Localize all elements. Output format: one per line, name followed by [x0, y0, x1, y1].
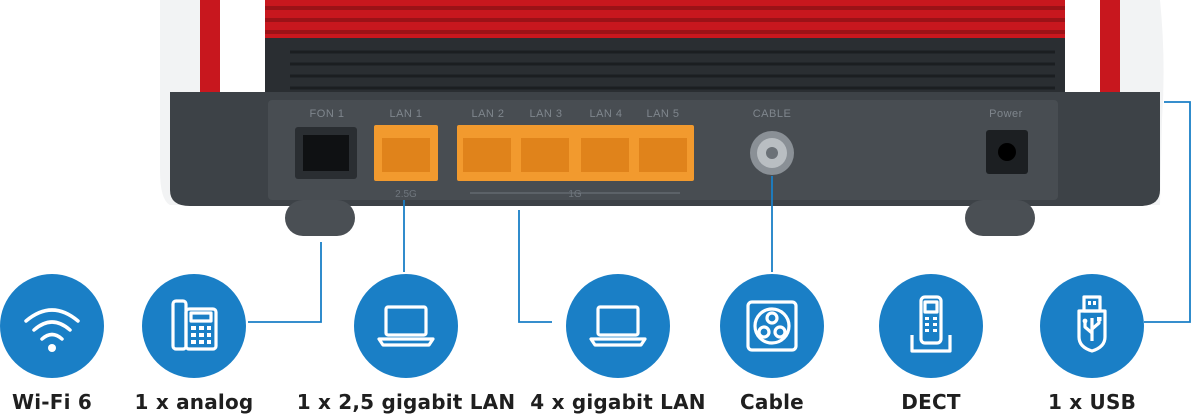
lan5-port[interactable]: [639, 138, 687, 172]
lan-gigabit-badge: [566, 274, 670, 378]
feature-label-cable: Cable: [740, 390, 804, 414]
dect-badge: [879, 274, 983, 378]
lan1-port-socket: [382, 138, 430, 172]
analog-badge: [142, 274, 246, 378]
feature-cable: Cable: [667, 274, 877, 414]
usb-icon: [1077, 295, 1107, 353]
fon-port-label: FON 1: [310, 108, 345, 120]
laptop-icon: [589, 305, 647, 347]
feature-label-gigabit-lan: 4 x gigabit LAN: [530, 390, 706, 414]
cable-port-label: CABLE: [753, 108, 792, 120]
cordless-phone-icon: [910, 295, 952, 353]
power-port-pin: [998, 143, 1016, 161]
power-port-label: Power: [989, 108, 1023, 120]
connector-lan-group: [518, 210, 552, 323]
feature-analog: 1 x analog: [89, 274, 299, 414]
lan2-port-label: LAN 2: [471, 108, 504, 120]
lan2-port[interactable]: [463, 138, 511, 172]
phone-icon: [171, 299, 218, 351]
lan-group-speed-label: 1G: [568, 189, 582, 200]
router-ribs: [265, 6, 1065, 34]
lan1-speed-label: 2.5G: [395, 189, 417, 200]
lan4-port[interactable]: [581, 138, 629, 172]
coax-icon: [746, 300, 798, 352]
lan5-port-label: LAN 5: [646, 108, 679, 120]
lan3-port[interactable]: [521, 138, 569, 172]
feature-usb: 1 x USB: [987, 274, 1197, 414]
cable-badge: [720, 274, 824, 378]
feature-label-analog: 1 x analog: [134, 390, 254, 414]
lan-2-5g-badge: [354, 274, 458, 378]
connector-analog: [248, 242, 322, 323]
laptop-icon: [377, 305, 435, 347]
feature-label-wifi: Wi-Fi 6: [11, 390, 92, 414]
connector-usb: [1144, 101, 1191, 323]
lan-group-housing: [457, 125, 694, 181]
lan1-port-label: LAN 1: [389, 108, 422, 120]
wifi-icon: [24, 308, 80, 352]
feature-label-2-5g-lan: 1 x 2,5 gigabit LAN: [296, 390, 516, 414]
feature-wifi: Wi-Fi 6: [0, 274, 157, 414]
feature-dect: DECT: [826, 274, 1036, 414]
fon-port-socket: [303, 135, 349, 171]
router-foot-right: [965, 200, 1035, 236]
feature-label-usb: 1 x USB: [1047, 390, 1137, 414]
feature-label-dect: DECT: [901, 390, 961, 414]
usb-badge: [1040, 274, 1144, 378]
connector-lines: [248, 101, 1191, 323]
lan4-port-label: LAN 4: [589, 108, 622, 120]
cable-port-center: [766, 147, 778, 159]
wifi-badge: [0, 274, 104, 378]
feature-gigabit-lan: 4 x gigabit LAN: [513, 274, 723, 414]
feature-2-5g-lan: 1 x 2,5 gigabit LAN: [297, 274, 515, 414]
router-foot-left: [285, 200, 355, 236]
lan3-port-label: LAN 3: [529, 108, 562, 120]
